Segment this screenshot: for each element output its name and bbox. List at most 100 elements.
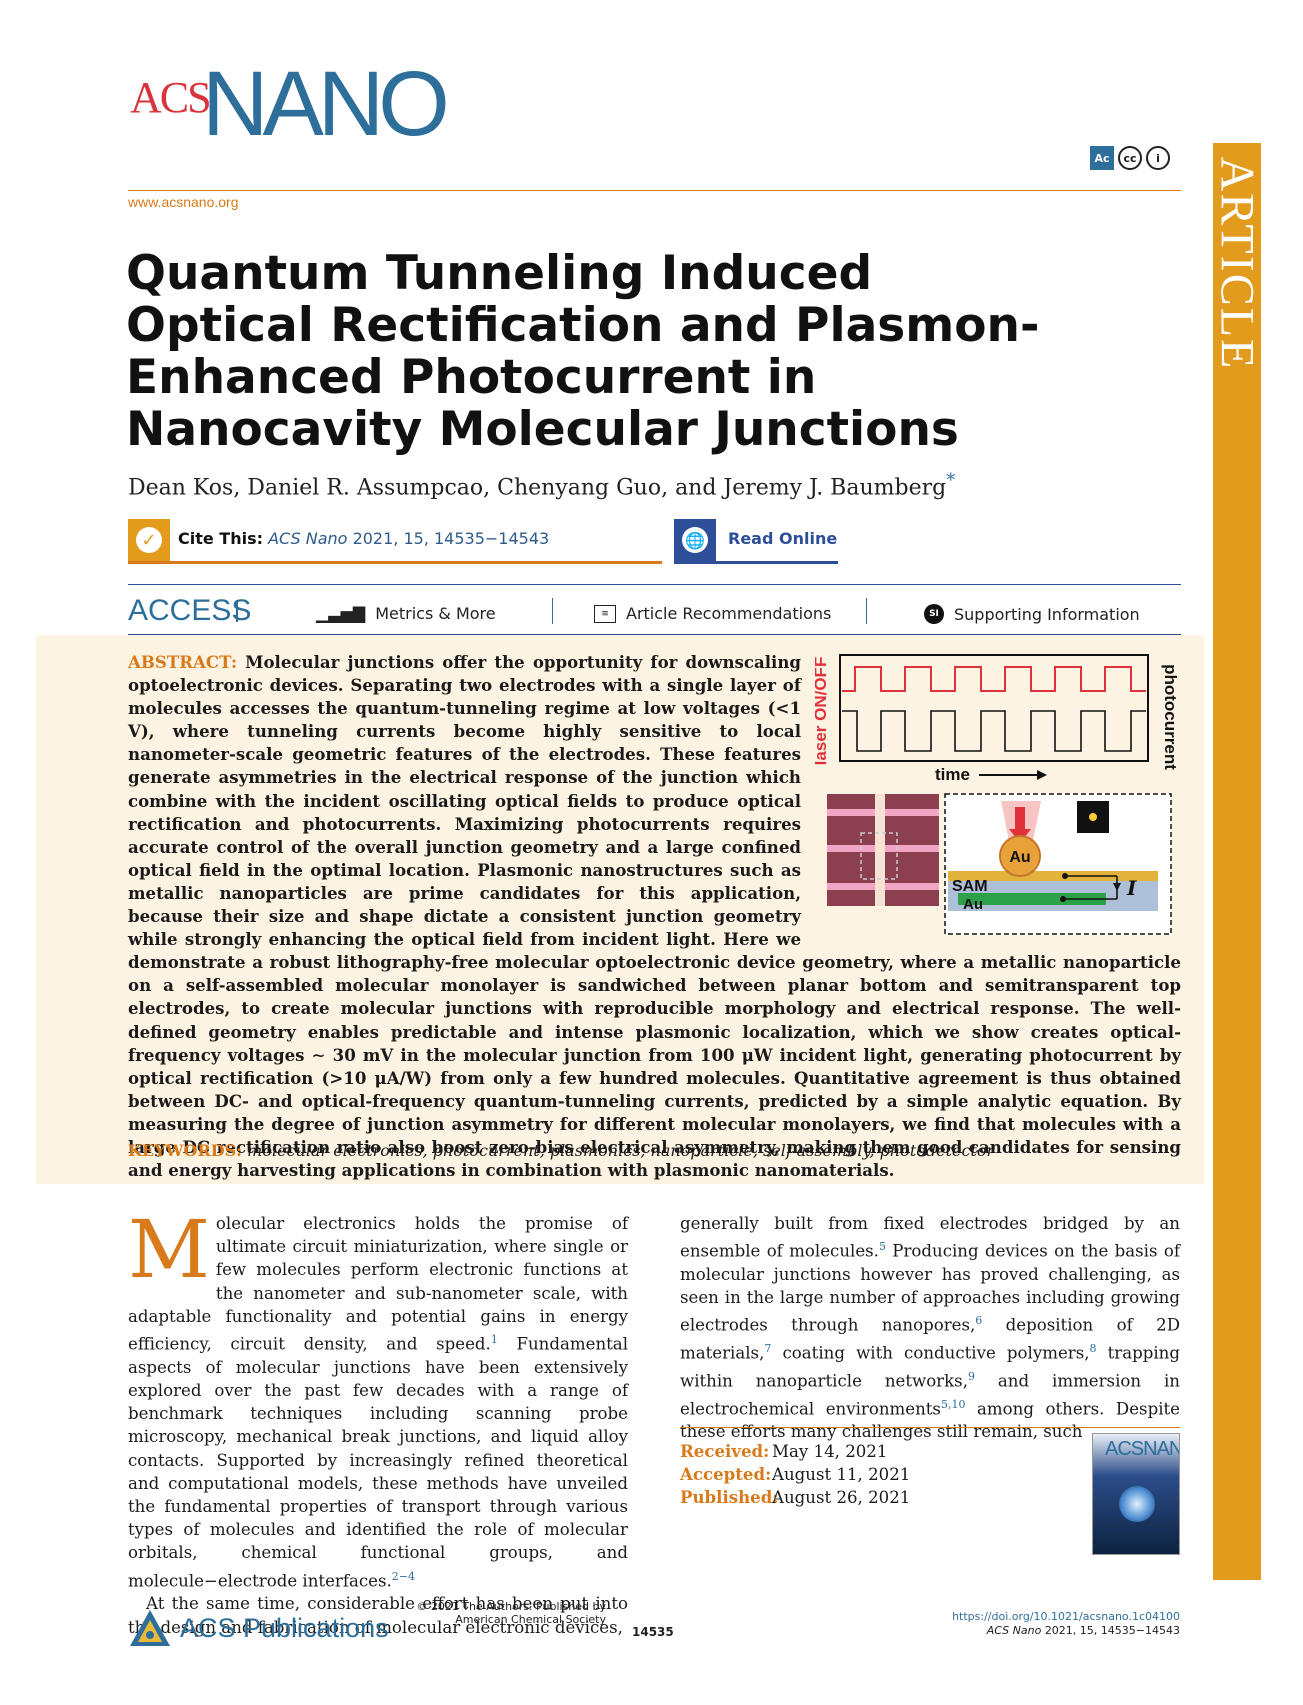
article-side-bar: [1213, 143, 1261, 1580]
access-top-rule: [128, 584, 1181, 585]
plot-frame: [839, 654, 1149, 762]
received-date: May 14, 2021: [772, 1442, 888, 1461]
wire-node: [1062, 873, 1068, 879]
citation-ref[interactable]: 2−4: [391, 1569, 415, 1583]
current-label: I: [1126, 876, 1137, 900]
accepted-label: Accepted:: [680, 1464, 772, 1484]
checkmark-icon: ✓: [128, 519, 170, 561]
access-label: ACCESS: [128, 594, 252, 627]
publisher-name: ACS Publications: [180, 1612, 389, 1643]
citation-ref[interactable]: 8: [1089, 1342, 1097, 1356]
si-icon: SI: [924, 604, 944, 624]
body-text: deposition of 2D materials,: [680, 1315, 1180, 1363]
author-list: Dean Kos, Daniel R. Assumpcao, Chenyang …: [128, 470, 956, 501]
photocurrent-trace: [842, 710, 1146, 752]
body-column-right: generally built from fixed electrodes br…: [680, 1212, 1180, 1443]
received-label: Received:: [680, 1441, 770, 1461]
citation-ref[interactable]: 6: [975, 1314, 983, 1328]
accepted-date: August 11, 2021: [772, 1465, 911, 1484]
access-divider: [236, 600, 238, 622]
article-list-icon: ≡: [594, 604, 616, 623]
cc-icon[interactable]: cc: [1118, 146, 1142, 170]
header-rule: [128, 190, 1181, 191]
article-title: Quantum Tunneling Induced Optical Rectif…: [126, 246, 1040, 457]
doi-link[interactable]: https://doi.org/10.1021/acsnano.1c04100: [952, 1610, 1180, 1623]
body-text: generally built from fixed electrodes br…: [680, 1214, 1180, 1261]
nanoparticle-spot: [1089, 813, 1097, 821]
article-side-label: ARTICLE: [1210, 156, 1264, 370]
body-paragraph-2: At the same time, considerable effort ha…: [128, 1594, 628, 1637]
keywords-label: KEYWORDS:: [128, 1141, 243, 1160]
journal-logo-nano: NANO: [202, 53, 450, 155]
acs-publications-logo[interactable]: ACS Publications: [128, 1608, 389, 1648]
supporting-info-link[interactable]: SI Supporting Information: [924, 604, 1140, 624]
body-paragraph-1: olecular electronics holds the promise o…: [128, 1214, 628, 1354]
body-text: trapping within nanoparticle networks,: [680, 1343, 1180, 1391]
metrics-link[interactable]: ▁▃▅▇ Metrics & More: [316, 604, 496, 623]
body-text: coating with conductive polymers,: [771, 1343, 1090, 1363]
journal-url[interactable]: www.acsnano.org: [128, 194, 239, 210]
current-arrow: [1113, 883, 1121, 891]
cite-label: Cite This:: [178, 529, 264, 548]
au-top-label: Au: [1009, 849, 1030, 866]
journal-logo-acs: ACS: [130, 73, 212, 122]
keywords: KEYWORDS: molecular electronics, photocu…: [128, 1141, 994, 1160]
cite-journal: ACS Nano: [268, 529, 348, 548]
bar-chart-icon: ▁▃▅▇: [316, 604, 366, 623]
citation-ref[interactable]: 7: [764, 1342, 772, 1356]
read-online-label: Read Online: [728, 529, 838, 548]
body-text: and immersion in electrochemical environ…: [680, 1371, 1180, 1419]
zoom-box: [860, 832, 898, 880]
abstract-label: ABSTRACT:: [128, 652, 237, 672]
citation-ref[interactable]: 5,10: [940, 1397, 966, 1411]
au-bottom-label: Au: [963, 896, 983, 913]
laser-trace: [842, 666, 1146, 692]
laser-arrow-shaft: [1015, 807, 1025, 829]
schematic-frame: [944, 793, 1172, 935]
by-icon[interactable]: i: [1146, 146, 1170, 170]
published-date: August 26, 2021: [772, 1488, 911, 1507]
access-separator: [866, 598, 867, 624]
globe-icon: 🌐: [674, 519, 716, 561]
access-separator: [552, 598, 553, 624]
acs-hexagon-icon: [130, 1610, 170, 1646]
bottom-electrode-stripe: [875, 794, 885, 906]
footer-journal: ACS Nano: [986, 1624, 1042, 1637]
cover-image: [1119, 1486, 1155, 1522]
ac-icon[interactable]: Ac: [1090, 146, 1114, 170]
dates-rule: [680, 1427, 1180, 1428]
corresponding-author-mark[interactable]: *: [946, 470, 956, 491]
copyright-notice: © 2021 The Authors. Published by America…: [416, 1600, 606, 1626]
laser-label: laser ON/OFF: [815, 657, 830, 766]
citation-ref[interactable]: 1: [490, 1333, 498, 1347]
time-arrowhead: [1037, 770, 1047, 780]
body-text: Producing devices on the basis of molecu…: [680, 1241, 1180, 1335]
footer-citation: 2021, 15, 14535−14543: [1044, 1624, 1180, 1637]
publication-dates: Received:May 14, 2021 Accepted:August 11…: [680, 1440, 910, 1509]
citation-ref[interactable]: 5: [878, 1240, 886, 1254]
drop-cap: M: [128, 1203, 210, 1296]
page-number: 14535: [632, 1625, 674, 1639]
photocurrent-label: photocurrent: [1161, 664, 1180, 770]
recommendations-link[interactable]: ≡ Article Recommendations: [594, 604, 831, 623]
au-nanoparticle: [999, 835, 1041, 877]
bottom-electrode: [958, 893, 1106, 905]
doi-block: https://doi.org/10.1021/acsnano.1c04100 …: [880, 1610, 1180, 1638]
cite-this-button[interactable]: ✓ Cite This: ACS Nano 2021, 15, 14535−14…: [128, 519, 662, 564]
read-online-button[interactable]: 🌐 Read Online: [674, 519, 838, 564]
citation-ref[interactable]: 9: [967, 1369, 975, 1383]
published-label: Published:: [680, 1487, 779, 1507]
cite-details: 2021, 15, 14535−14543: [352, 529, 550, 548]
top-electrode: [948, 871, 1158, 881]
time-label: time: [935, 765, 970, 784]
toc-graphic: laser ON/OFF photocurrent time: [811, 651, 1181, 938]
wire-node: [1060, 896, 1066, 902]
body-paragraph-1b: Fundamental aspects of molecular junctio…: [128, 1334, 628, 1591]
keywords-list: molecular electronics, photocurrent, pla…: [247, 1141, 995, 1160]
sam-label: SAM: [952, 878, 988, 895]
license-icons: Ac cc i: [1090, 146, 1170, 170]
abstract-text: Molecular junctions offer the opportunit…: [128, 652, 1181, 1181]
